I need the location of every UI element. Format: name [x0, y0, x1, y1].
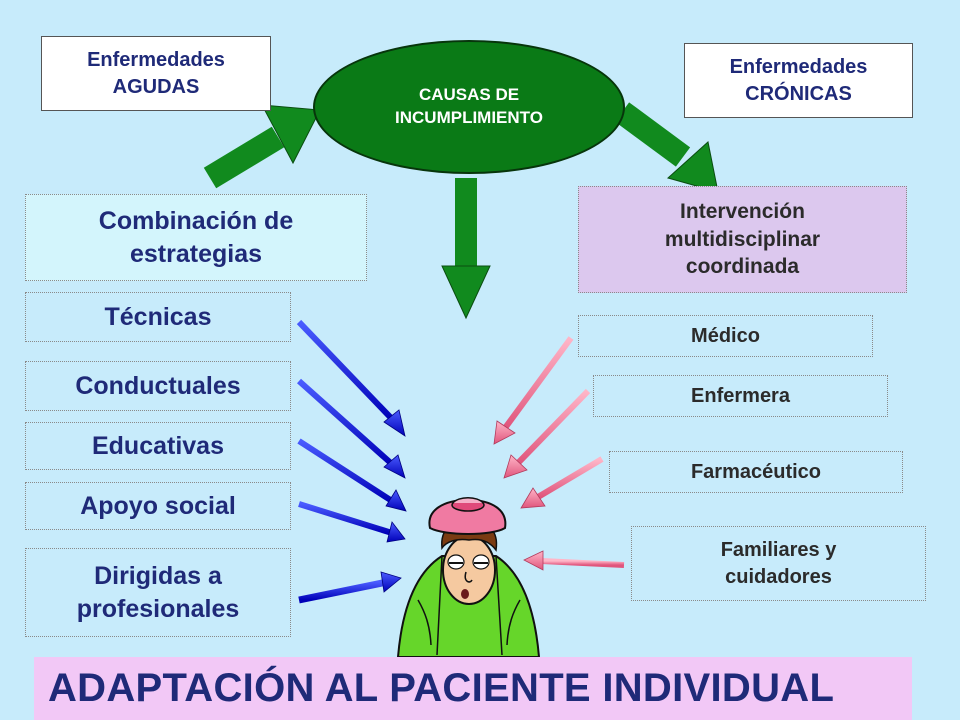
- strategy-educativas: Educativas: [25, 422, 291, 470]
- role-farmaceutico: Farmacéutico: [609, 451, 903, 493]
- pink-arrow-2-head: [503, 454, 528, 479]
- blue-arrow-1-head: [383, 409, 406, 437]
- blue-arrow-4: [298, 501, 393, 536]
- pink-arrow-1-head: [493, 420, 516, 445]
- green-arrow-shaft-left: [203, 126, 285, 189]
- acute-diseases-box: Enfermedades AGUDAS: [41, 36, 271, 111]
- pink-arrow-3: [536, 456, 604, 500]
- blue-arrow-3-head: [385, 489, 407, 512]
- strategy-profesionales: Dirigidas a profesionales: [25, 548, 291, 637]
- role-medico: Médico: [578, 315, 873, 357]
- footer-banner: ADAPTACIÓN AL PACIENTE INDIVIDUAL: [34, 657, 912, 720]
- strategy-apoyo-social: Apoyo social: [25, 482, 291, 530]
- pink-arrow-2: [515, 388, 591, 466]
- green-arrow-down-head: [441, 265, 491, 320]
- pink-arrow-4: [541, 558, 625, 568]
- strategy-conductuales: Conductuales: [25, 361, 291, 411]
- pink-arrow-1: [502, 336, 574, 430]
- green-arrow-right-head: [666, 141, 719, 193]
- multidisciplinary-box: Intervención multidisciplinar coordinada: [578, 186, 907, 293]
- pink-arrow-4-head: [523, 550, 544, 571]
- blue-arrow-5: [298, 578, 388, 604]
- pink-arrow-3-head: [520, 487, 546, 509]
- role-familiares: Familiares y cuidadores: [631, 526, 926, 601]
- blue-arrow-2-head: [383, 454, 406, 479]
- sick-patient-illustration: [396, 497, 541, 658]
- strategy-tecnicas: Técnicas: [25, 292, 291, 342]
- green-arrow-shaft-down: [455, 178, 477, 268]
- blue-arrow-1: [296, 319, 396, 423]
- blue-arrow-3: [297, 438, 394, 504]
- green-arrow-shaft-right: [614, 102, 691, 167]
- role-enfermera: Enfermera: [593, 375, 888, 417]
- chronic-diseases-box: Enfermedades CRÓNICAS: [684, 43, 913, 118]
- green-arrow-left-head: [261, 104, 321, 165]
- footer-title: ADAPTACIÓN AL PACIENTE INDIVIDUAL: [48, 666, 835, 710]
- blue-arrow-4-head: [386, 521, 406, 543]
- blue-arrow-5-head: [380, 571, 402, 593]
- blue-arrow-2: [297, 378, 395, 468]
- causes-label: CAUSAS DE INCUMPLIMIENTO: [395, 85, 543, 127]
- strategy-combination-box: Combinación de estrategias: [25, 194, 367, 281]
- causes-ellipse: CAUSAS DE INCUMPLIMIENTO: [313, 40, 625, 174]
